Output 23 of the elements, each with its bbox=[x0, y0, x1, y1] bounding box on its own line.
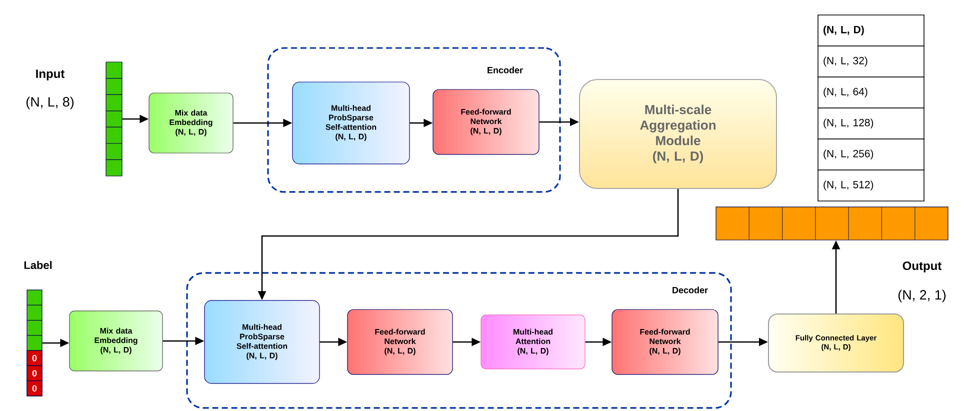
vector-label: Output bbox=[902, 262, 942, 272]
feed-forward-box: Feed-forward Network (N, L, D) bbox=[432, 89, 540, 155]
feed-forward-box: Feed-forward Network (N, L, D) bbox=[347, 309, 453, 375]
embedding-box: Mix data Embedding (N, L, D) bbox=[69, 310, 163, 372]
table-cell: (N, L, D) bbox=[818, 14, 924, 46]
table-cell: (N, L, 64) bbox=[818, 76, 924, 108]
table-cell: (N, L, 512) bbox=[818, 170, 924, 202]
zero-cell: 0 bbox=[26, 365, 42, 382]
zero-cell: 0 bbox=[26, 350, 42, 366]
vector-label: (N, L, 8) bbox=[26, 96, 74, 110]
feed-forward-box: Feed-forward Network (N, L, D) bbox=[612, 309, 718, 375]
vector-label: Label bbox=[24, 260, 52, 270]
attention-box: Multi-head ProbSparse Self-attention (N, L, D) bbox=[204, 300, 320, 384]
zero-cell: 0 bbox=[26, 380, 42, 396]
table-cell: (N, L, 32) bbox=[818, 46, 924, 78]
aggregation-module-box: Multi-scale Aggregation Module (N, L, D) bbox=[579, 79, 777, 189]
table-cell: (N, L, 256) bbox=[818, 138, 924, 170]
table-cell: (N, L, 128) bbox=[818, 108, 924, 140]
embedding-box: Mix data Embedding (N, L, D) bbox=[148, 92, 234, 154]
attention-box: Multi-head ProbSparse Self-attention (N, L, D) bbox=[292, 82, 410, 164]
vector-label: Input bbox=[36, 70, 65, 80]
attention-box: Multi-head Attention (N, L, D) bbox=[480, 314, 586, 370]
vector-label: (N, 2, 1) bbox=[898, 290, 946, 302]
